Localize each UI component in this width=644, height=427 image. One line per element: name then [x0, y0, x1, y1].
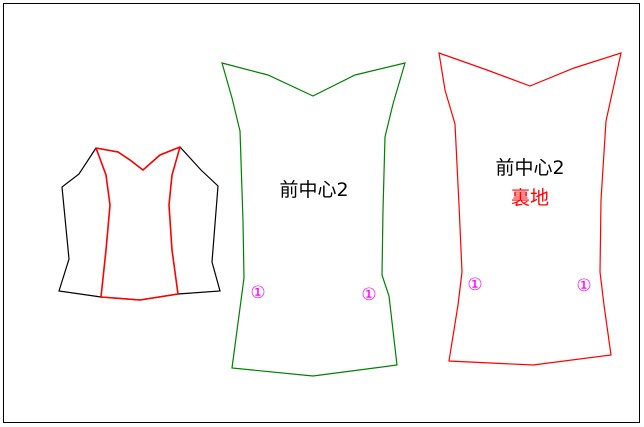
bodice-outline — [58, 146, 221, 301]
front-center-piece-outline — [221, 62, 406, 377]
lining-piece-label: 前中心2 — [495, 157, 564, 179]
lining-piece-outline — [438, 52, 622, 366]
bodice-neckline-seam — [95, 146, 181, 172]
lining-piece-notch-right: ① — [576, 276, 591, 296]
lining-piece-sublabel: 裏地 — [511, 187, 549, 209]
bodice-hem-seam — [100, 293, 179, 301]
front-center-piece-label: 前中心2 — [279, 179, 348, 201]
bodice-left-princess-seam — [95, 147, 111, 298]
lining-piece-notch-left: ① — [467, 275, 482, 295]
bodice-right-princess-seam — [168, 146, 181, 295]
bodice-sketch — [58, 146, 221, 301]
front-center-piece-notch-left: ① — [250, 283, 265, 303]
front-center-piece-notch-right: ① — [361, 285, 376, 305]
front-center-piece: 前中心2 ① ① — [221, 62, 406, 377]
drawing-frame — [3, 3, 640, 423]
lining-piece: 前中心2 裏地 ① ① — [438, 52, 622, 366]
